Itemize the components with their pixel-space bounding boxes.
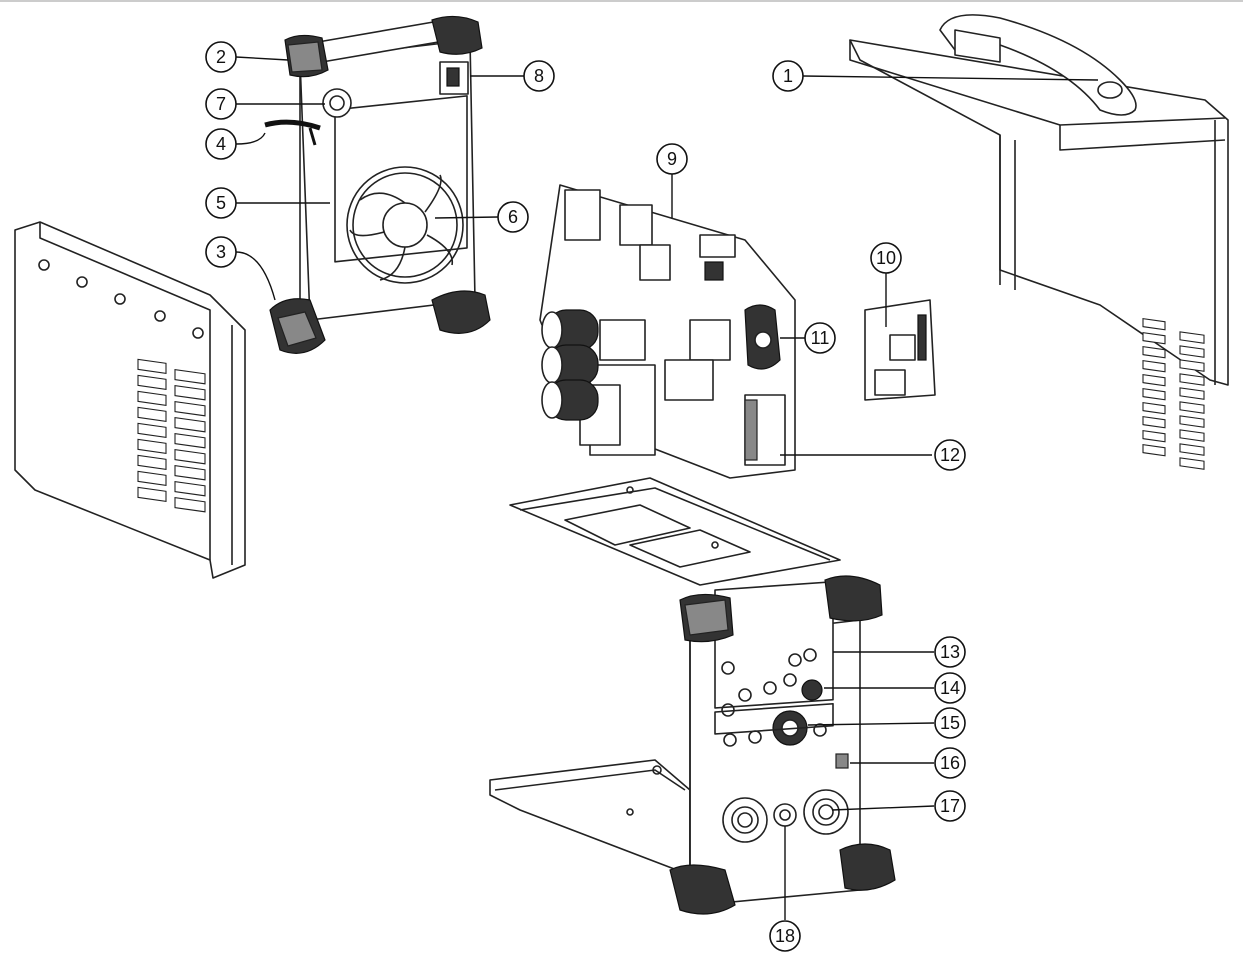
callout-16-label: 16 [940, 753, 960, 773]
callout-6-label: 6 [508, 207, 518, 227]
callout-15-label: 15 [940, 713, 960, 733]
callout-11: 11 [804, 322, 836, 354]
callout-5-label: 5 [216, 193, 226, 213]
top-cover-vents [1142, 318, 1205, 470]
callout-10: 10 [870, 242, 902, 274]
callout-13: 13 [934, 636, 966, 668]
callout-3-label: 3 [216, 242, 226, 262]
callout-7: 7 [205, 88, 237, 120]
callout-17-label: 17 [940, 796, 960, 816]
callout-1: 1 [772, 60, 804, 92]
callout-6: 6 [497, 201, 529, 233]
callout-8-label: 8 [534, 66, 544, 86]
callout-9: 9 [656, 143, 688, 175]
top-cover-with-handle [849, 14, 1229, 470]
callout-1-label: 1 [783, 66, 793, 86]
callout-5: 5 [205, 187, 237, 219]
capacitor-bank [541, 309, 599, 421]
callout-11-label: 11 [811, 328, 830, 348]
main-pcb-assembly [539, 184, 796, 479]
callout-18-label: 18 [775, 926, 795, 946]
callout-12: 12 [934, 439, 966, 471]
callout-13-label: 13 [940, 642, 960, 662]
callout-15: 15 [934, 707, 966, 739]
middle-base-plate [509, 477, 841, 586]
callout-8: 8 [523, 60, 555, 92]
callout-2-label: 2 [216, 47, 226, 67]
callout-3: 3 [205, 236, 237, 268]
leader-lines [235, 56, 1099, 920]
small-control-pcb [864, 299, 936, 401]
callout-18: 18 [769, 920, 801, 952]
callout-7-label: 7 [216, 94, 226, 114]
callout-12-label: 12 [940, 445, 960, 465]
front-frame [489, 575, 896, 915]
left-side-panel [14, 221, 246, 579]
callout-17: 17 [934, 790, 966, 822]
rear-frame [264, 15, 491, 354]
callout-9-label: 9 [667, 149, 677, 169]
callout-16: 16 [934, 747, 966, 779]
callout-4: 4 [205, 128, 237, 160]
callout-4-label: 4 [216, 134, 226, 154]
callout-10-label: 10 [876, 248, 896, 268]
callout-14: 14 [934, 672, 966, 704]
callout-14-label: 14 [940, 678, 960, 698]
left-panel-vents [137, 358, 206, 513]
callout-2: 2 [205, 41, 237, 73]
